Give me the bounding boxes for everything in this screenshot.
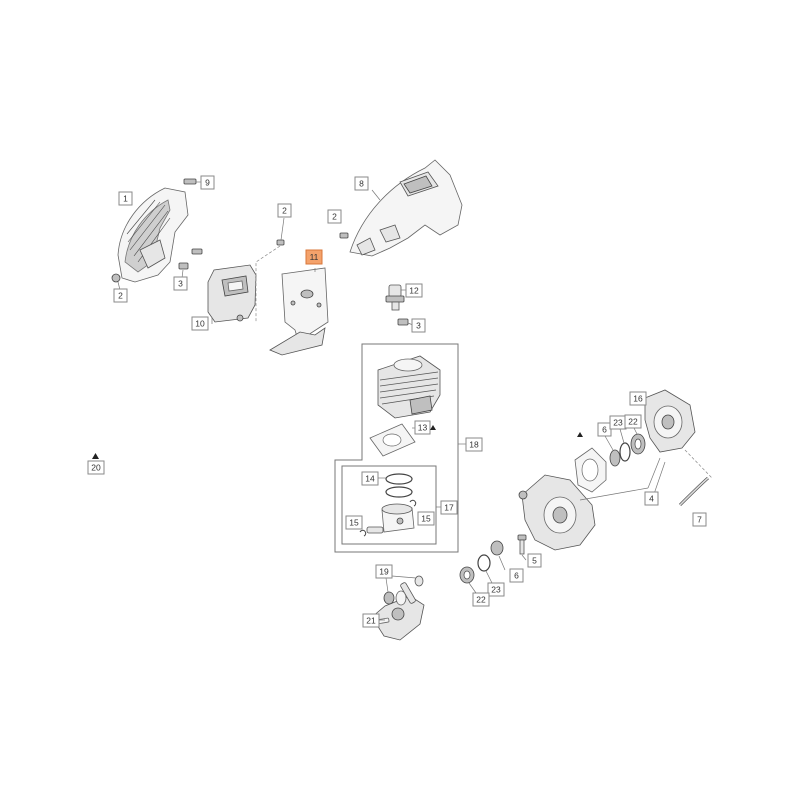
part-bearing-22b[interactable]	[459, 566, 475, 584]
part-screw-2b[interactable]	[276, 217, 285, 246]
callout-22-top-label: 22	[628, 417, 638, 427]
triangle-marker-gasket	[577, 432, 583, 437]
callout-17-label: 17	[444, 503, 454, 513]
callout-20-label: 20	[91, 463, 101, 473]
part-bearing-23a[interactable]	[619, 442, 631, 462]
part-bearing-22a[interactable]	[630, 433, 646, 455]
callout-1-label: 1	[123, 194, 128, 204]
callout-3-left-label: 3	[178, 279, 183, 289]
part-top-cover[interactable]	[349, 159, 463, 257]
callout-2-middle-label: 2	[282, 206, 287, 216]
part-screw-3b[interactable]	[397, 318, 414, 326]
callout-9[interactable]: 9	[200, 175, 215, 190]
callout-20[interactable]: 20	[87, 453, 105, 475]
part-seal-6a[interactable]	[609, 449, 621, 467]
callout-17[interactable]: 17	[440, 500, 458, 515]
callout-23-bottom-label: 23	[491, 585, 501, 595]
callout-2-left-label: 2	[118, 291, 123, 301]
callout-12-label: 12	[409, 286, 419, 296]
callout-11[interactable]: 11	[305, 249, 323, 265]
callout-15-right[interactable]: 15	[417, 511, 435, 526]
part-bearing-23b[interactable]	[477, 554, 491, 572]
callout-19[interactable]: 19	[375, 564, 393, 579]
callout-13-label: 13	[418, 423, 428, 433]
callout-3-right-label: 3	[416, 321, 421, 331]
part-crankcase-gasket[interactable]	[574, 447, 607, 493]
callout-15-left[interactable]: 15	[345, 515, 363, 530]
assembly-line-muffler	[255, 245, 281, 322]
callout-15-left-label: 15	[349, 518, 359, 528]
part-piston-rings[interactable]	[385, 473, 413, 498]
group-frame-17	[341, 465, 437, 545]
callout-2-right-label: 2	[332, 212, 337, 222]
callout-4-label: 4	[649, 494, 654, 504]
callout-6-bottom[interactable]: 6	[498, 555, 524, 583]
part-piston[interactable]	[381, 503, 415, 533]
part-piston-pin[interactable]	[359, 526, 384, 537]
callout-2-left[interactable]: 2	[113, 288, 128, 303]
part-muffler[interactable]	[207, 264, 257, 324]
callout-2-right[interactable]: 2	[327, 209, 342, 224]
callout-18[interactable]: 18	[465, 437, 483, 452]
part-fuel-hose[interactable]	[678, 476, 709, 507]
callout-4[interactable]: 4	[644, 491, 659, 506]
group-frame-18	[334, 343, 459, 553]
part-heat-shield[interactable]	[269, 267, 329, 356]
callout-10-label: 10	[195, 319, 205, 329]
part-screw-2a[interactable]	[111, 273, 121, 291]
callout-3-left[interactable]: 3	[173, 276, 188, 291]
callout-22-top[interactable]: 22	[624, 414, 642, 435]
callout-16[interactable]: 16	[629, 391, 647, 406]
callout-23-top[interactable]: 23	[609, 415, 627, 444]
part-screw-3a[interactable]	[178, 248, 203, 279]
part-crankcase-right[interactable]	[644, 389, 696, 453]
callout-16-label: 16	[633, 394, 643, 404]
assembly-line-hose	[684, 449, 713, 479]
part-needle-bearing[interactable]	[383, 575, 424, 606]
callout-13[interactable]: 13	[414, 420, 436, 435]
part-air-filter-cover[interactable]	[117, 187, 189, 283]
callout-6-top[interactable]: 6	[597, 422, 614, 451]
part-crankcase-left[interactable]	[518, 474, 596, 551]
callout-18-label: 18	[469, 440, 479, 450]
part-crankshaft[interactable]	[364, 582, 425, 641]
callout-21[interactable]: 21	[362, 613, 385, 628]
callout-6-bottom-label: 6	[514, 571, 519, 581]
triangle-marker-20	[92, 453, 99, 459]
callout-14-label: 14	[365, 474, 375, 484]
callout-22-bottom-label: 22	[476, 595, 486, 605]
callout-14[interactable]: 14	[361, 471, 386, 486]
part-cylinder[interactable]	[377, 355, 441, 419]
callout-8-label: 8	[359, 179, 364, 189]
triangle-marker-13	[430, 425, 436, 430]
callout-5[interactable]: 5	[527, 553, 542, 568]
part-screw-5[interactable]	[517, 534, 527, 561]
callout-23-bottom[interactable]: 23	[485, 570, 505, 597]
callout-3-right[interactable]: 3	[411, 318, 426, 333]
part-circlip-right[interactable]	[409, 499, 417, 507]
part-cylinder-gasket[interactable]	[369, 423, 416, 457]
callout-7[interactable]: 7	[692, 512, 707, 527]
callout-9-label: 9	[205, 178, 210, 188]
part-screw-2c[interactable]	[339, 232, 349, 239]
callout-19-label: 19	[379, 567, 389, 577]
part-seal-6b[interactable]	[490, 540, 504, 556]
callout-1[interactable]: 1	[118, 191, 133, 206]
callout-10[interactable]: 10	[191, 316, 209, 331]
callout-11-label: 11	[310, 252, 319, 262]
callout-21-label: 21	[366, 616, 376, 626]
callout-2-middle[interactable]: 2	[277, 203, 292, 218]
part-spark-plug[interactable]	[385, 284, 408, 311]
callout-8[interactable]: 8	[354, 176, 369, 191]
callout-15-right-label: 15	[421, 514, 431, 524]
callout-5-label: 5	[532, 556, 537, 566]
callout-22-bottom[interactable]: 22	[468, 582, 490, 607]
callout-12[interactable]: 12	[405, 283, 423, 298]
callout-23-top-label: 23	[613, 418, 623, 428]
part-screw-9[interactable]	[183, 178, 202, 185]
callout-7-label: 7	[697, 515, 702, 525]
callout-6-top-label: 6	[602, 425, 607, 435]
